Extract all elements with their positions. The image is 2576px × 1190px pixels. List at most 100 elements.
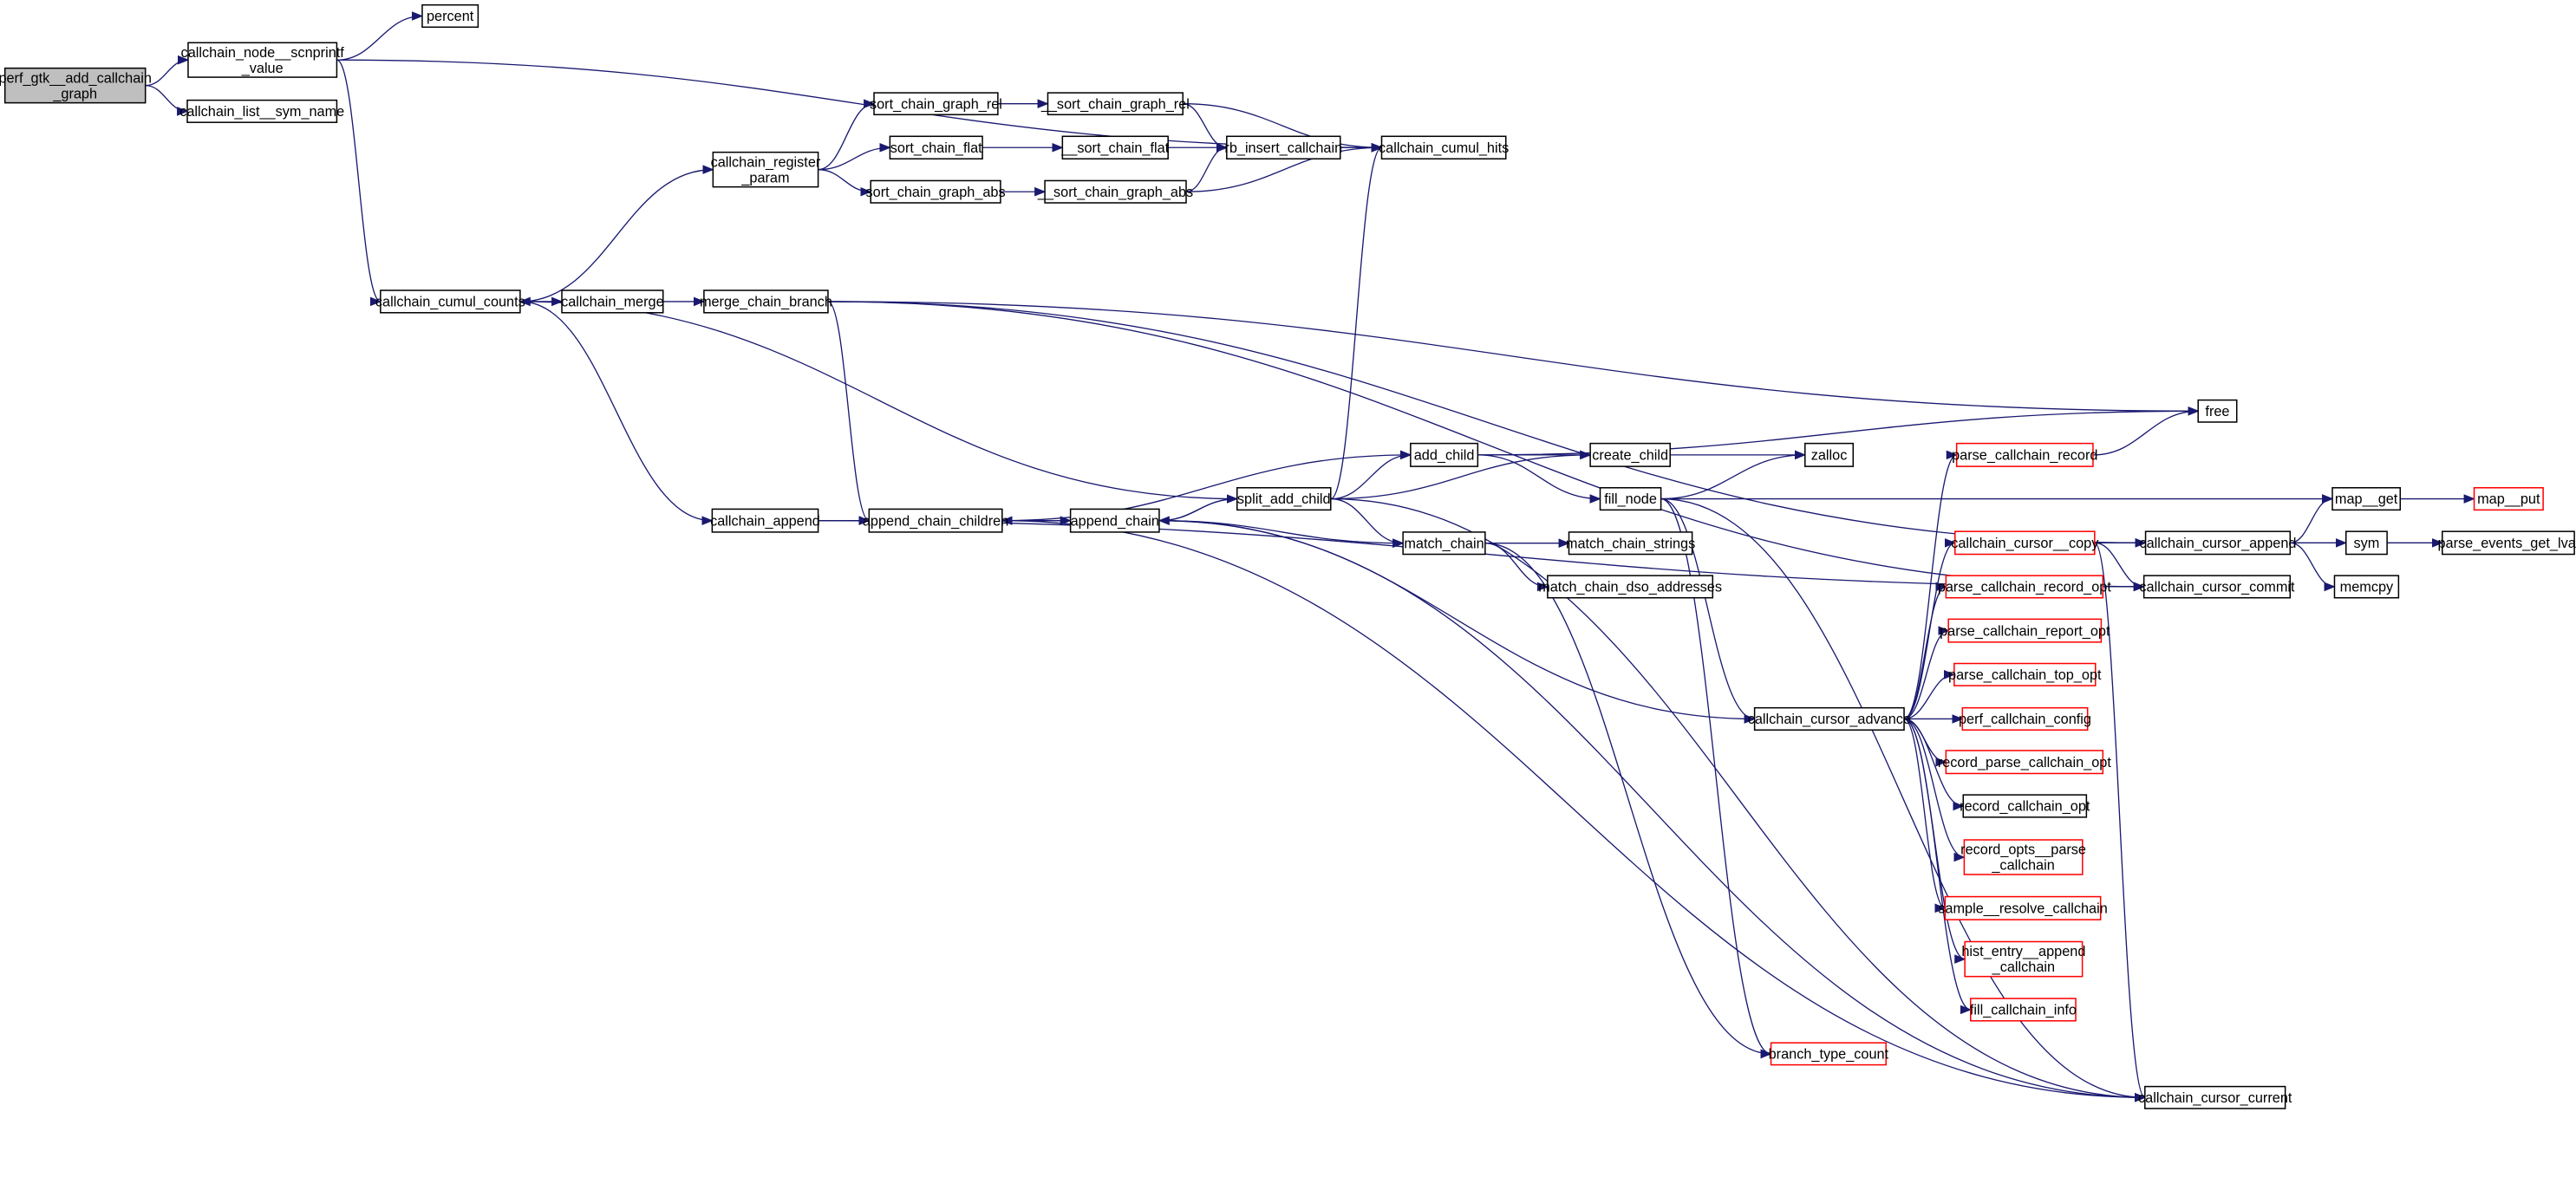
node-box [1954, 530, 2096, 556]
node-box [1069, 508, 1160, 533]
graph-node-callchain-append[interactable]: callchain_append [710, 508, 820, 533]
node-label: parse_callchain_record [1952, 448, 2097, 464]
graph-node-record-opts-parse[interactable]: record_opts__parse_callchain [1960, 839, 2086, 875]
edge-register_param-to-sort_flat [818, 142, 891, 171]
node-label: callchain_cursor_advance [1748, 712, 1911, 727]
graph-node-cumul-hits[interactable]: callchain_cumul_hits [1379, 135, 1509, 160]
node-label: match_chain [1404, 536, 1484, 551]
graph-node-sample-resolve[interactable]: sample__resolve_callchain [1938, 895, 2108, 920]
graph-node-memcpy[interactable]: memcpy [2333, 575, 2400, 599]
nodes-layer: perf_gtk__add_callchain_graph callchain_n… [0, 3, 2576, 1109]
graph-node-match-dso[interactable]: match_chain_dso_addresses [1538, 575, 1722, 599]
edge-cursor_advance-to-record_opts_parse [1903, 718, 1966, 862]
graph-node-perf-config[interactable]: perf_callchain_config [1959, 706, 2091, 732]
node-label: match_chain_dso_addresses [1538, 580, 1722, 595]
node-box [1753, 706, 1905, 732]
graph-node-map-get[interactable]: map__get [2331, 487, 2402, 511]
graph-node---sort-rel[interactable]: __sort_chain_graph_rel [1040, 92, 1190, 116]
node-label: percent [427, 9, 474, 24]
node-label: merge_chain_branch [700, 295, 832, 310]
graph-node-sort-abs[interactable]: sort_chain_graph_abs [866, 179, 1006, 204]
node-label: sort_chain_graph_abs [866, 185, 1006, 200]
graph-node-append-chain[interactable]: append_chain [1069, 508, 1160, 533]
node-label: _value [241, 61, 284, 76]
edge-append_children-to-cursor_current [1001, 520, 2147, 1102]
node-label: split_add_child [1237, 491, 1331, 507]
graph-node-add-child[interactable]: add_child [1410, 442, 1479, 467]
edge-perf_gtk-to-sym_name [145, 84, 189, 116]
graph-node-scnprintf[interactable]: callchain_node__scnprintf_value [181, 42, 345, 78]
graph-node-create-child[interactable]: create_child [1589, 442, 1671, 467]
graph-node-perf-gtk[interactable]: perf_gtk__add_callchain_graph [0, 67, 152, 104]
graph-node-fill-info[interactable]: fill_callchain_info [1970, 998, 2077, 1022]
graph-node-report-opt[interactable]: parse_callchain_report_opt [1940, 618, 2110, 643]
graph-node-sym[interactable]: sym [2344, 530, 2388, 556]
graph-node-cursor-commit[interactable]: callchain_cursor_commit [2139, 575, 2295, 599]
edges-layer [145, 11, 2475, 1102]
graph-node-get-lval[interactable]: parse_events_get_lval [2437, 530, 2576, 556]
edge-scnprintf-to-cumul_counts [336, 59, 382, 307]
graph-node-merge-branch[interactable]: merge_chain_branch [700, 289, 832, 314]
node-box [873, 92, 999, 116]
node-box [1061, 135, 1169, 160]
node-label: _callchain [1992, 959, 2055, 975]
node-label: callchain_register [711, 154, 821, 170]
node-label: sym [2353, 536, 2379, 551]
graph-node---sort-abs[interactable]: __sort_chain_graph_abs [1037, 179, 1193, 204]
graph-node-cursor-advance[interactable]: callchain_cursor_advance [1748, 706, 1911, 732]
graph-node-match-strings[interactable]: match_chain_strings [1566, 531, 1695, 556]
graph-node-hist-entry[interactable]: hist_entry__append_callchain [1961, 940, 2085, 978]
graph-node-cursor-append[interactable]: callchain_cursor_append [2139, 530, 2296, 556]
graph-node-record-callchain-opt[interactable]: record_callchain_opt [1960, 794, 2090, 818]
graph-node-merge[interactable]: callchain_merge [561, 289, 664, 314]
node-label: __sort_chain_graph_abs [1037, 185, 1193, 200]
graph-node-map-put[interactable]: map__put [2473, 487, 2544, 511]
graph-node-cursor-current[interactable]: callchain_cursor_current [2138, 1085, 2292, 1109]
node-box [868, 508, 1003, 533]
node-label: match_chain_strings [1566, 536, 1695, 551]
node-label: _callchain [1991, 858, 2054, 874]
node-box [1047, 92, 1184, 116]
graph-node-free[interactable]: free [2197, 399, 2238, 423]
node-box [1953, 662, 2097, 686]
graph-node-percent[interactable]: percent [421, 3, 479, 29]
edge-split_add_child-to-create_child [1330, 450, 1592, 500]
node-label: callchain_cursor_current [2138, 1090, 2292, 1106]
edge-__sort_abs-to-rb_insert [1185, 142, 1229, 192]
node-box [2442, 530, 2575, 556]
graph-node-parse-record[interactable]: parse_callchain_record [1952, 442, 2097, 467]
node-box [561, 289, 664, 314]
graph-node-match-chain[interactable]: match_chain [1402, 531, 1486, 556]
node-label: map__put [2477, 491, 2540, 507]
node-box [1236, 487, 1332, 511]
edge-cursor_advance-to-record_callchain_opt [1903, 718, 1965, 811]
graph-node-rb-insert[interactable]: rb_insert_callchain [1224, 135, 1342, 160]
node-label: callchain_cursor_commit [2139, 580, 2295, 595]
graph-node-sort-rel[interactable]: sort_chain_graph_rel [870, 92, 1002, 116]
graph-node-record-opt[interactable]: parse_callchain_record_opt [1938, 575, 2112, 599]
graph-node-record-parse-opt[interactable]: record_parse_callchain_opt [1938, 750, 2112, 775]
edge-merge_branch-to-cursor_append [827, 301, 2147, 548]
graph-node-sort-flat[interactable]: sort_chain_flat [889, 135, 983, 160]
graph-node-append-children[interactable]: append_chain_children [863, 508, 1008, 533]
node-box [889, 135, 983, 160]
node-box [1547, 575, 1714, 599]
node-label: zalloc [1811, 448, 1848, 464]
graph-node-cumul-counts[interactable]: callchain_cumul_counts [375, 289, 525, 314]
node-label: callchain_cursor__copy [1951, 536, 2099, 551]
node-box [1955, 442, 2094, 467]
graph-node---sort-flat[interactable]: __sort_chain_flat [1060, 135, 1170, 160]
graph-node-sym-name[interactable]: callchain_list__sym_name [179, 99, 344, 123]
node-label: callchain_cumul_counts [375, 295, 525, 310]
graph-node-zalloc[interactable]: zalloc [1804, 442, 1855, 467]
graph-node-register-param[interactable]: callchain_register_param [711, 151, 821, 188]
edge-cursor_advance-to-sample_resolve [1903, 718, 1947, 914]
node-label: free [2205, 404, 2229, 419]
graph-node-cursor-copy[interactable]: callchain_cursor__copy [1951, 530, 2099, 556]
graph-node-top-opt[interactable]: parse_callchain_top_opt [1948, 662, 2102, 686]
edge-merge_branch-to-cursor_commit [827, 301, 2146, 592]
edge-fill_node-to-zalloc [1660, 450, 1807, 500]
graph-node-branch-count[interactable]: branch_type_count [1769, 1042, 1889, 1066]
graph-node-split-add-child[interactable]: split_add_child [1236, 487, 1332, 511]
graph-node-fill-node[interactable]: fill_node [1599, 487, 1662, 511]
